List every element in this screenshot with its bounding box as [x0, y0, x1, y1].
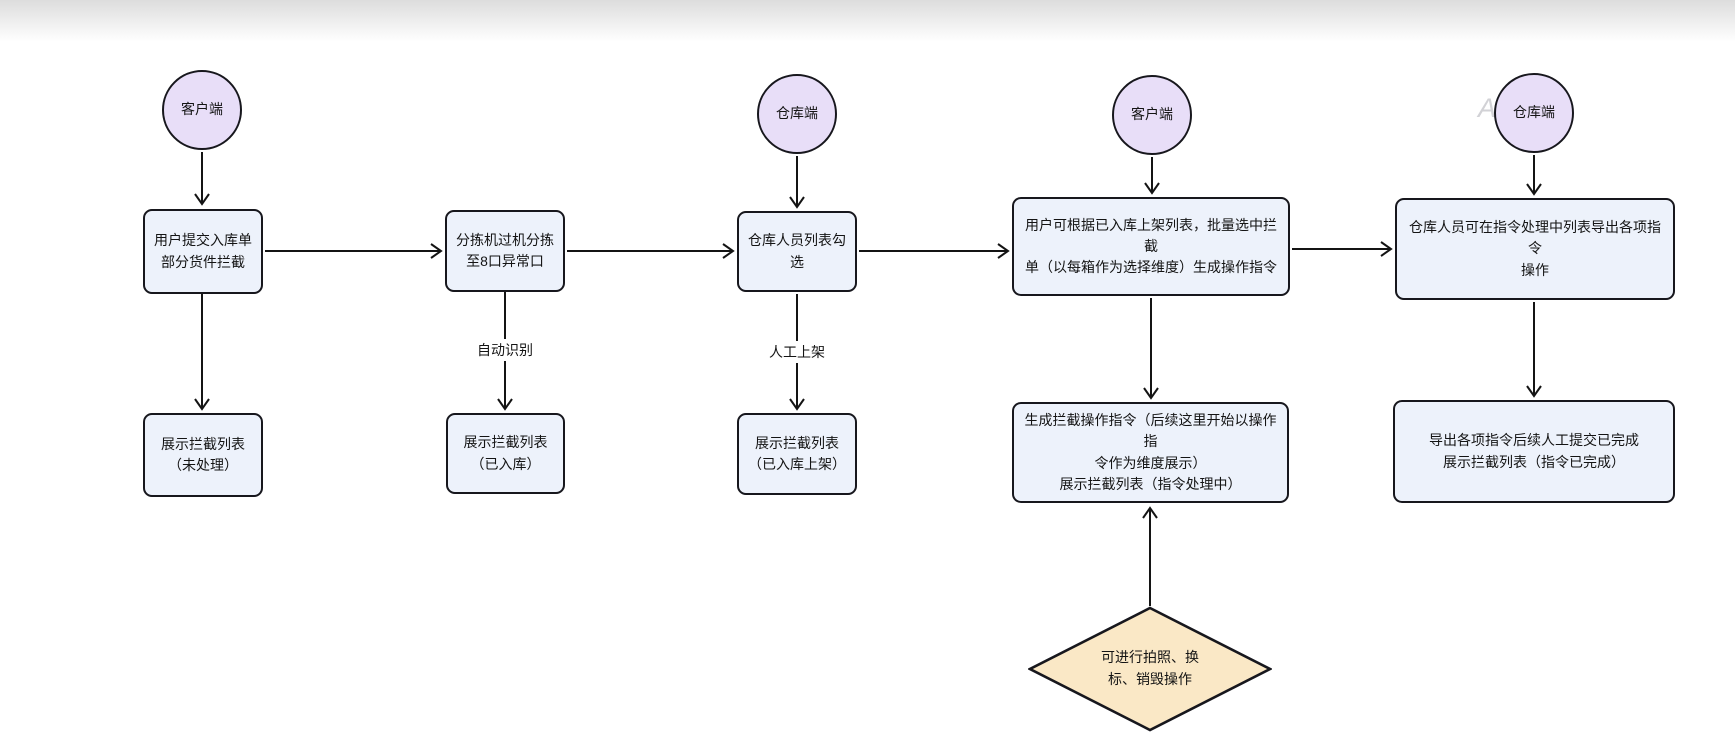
node-export-instructions[interactable]: 仓库人员可在指令处理中列表导出各项指令 操作 — [1395, 198, 1675, 300]
node-warehouse-circle-1[interactable]: 仓库端 — [757, 74, 837, 154]
diamond-label: 可进行拍照、换 标、销毁操作 — [1101, 649, 1199, 687]
diamond-shape — [1027, 606, 1273, 732]
node-sorter-exception-port[interactable]: 分拣机过机分拣 至8口异常口 — [445, 210, 565, 292]
node-client-circle-1[interactable]: 客户端 — [162, 70, 242, 150]
node-client-circle-2[interactable]: 客户端 — [1112, 75, 1192, 155]
node-warehouse-circle-2[interactable]: 仓库端 — [1494, 73, 1574, 153]
node-generate-intercept-instruction[interactable]: 生成拦截操作指令（后续这里开始以操作指 令作为维度展示） 展示拦截列表（指令处理… — [1012, 402, 1289, 503]
node-batch-select-generate-instructions[interactable]: 用户可根据已入库上架列表，批量选中拦截 单（以每箱作为选择维度）生成操作指令 — [1012, 197, 1290, 296]
node-operations-diamond[interactable]: 可进行拍照、换 标、销毁操作 — [1027, 606, 1273, 737]
watermark-artifact: A — [1478, 93, 1497, 123]
edge-label-auto-identify: 自动识别 — [473, 339, 537, 361]
node-intercept-list-shelved[interactable]: 展示拦截列表 （已入库上架） — [737, 413, 857, 495]
node-intercept-list-unprocessed[interactable]: 展示拦截列表 （未处理） — [143, 413, 263, 497]
node-export-complete[interactable]: 导出各项指令后续人工提交已完成 展示拦截列表（指令已完成） — [1393, 400, 1675, 503]
node-submit-inbound-intercept[interactable]: 用户提交入库单 部分货件拦截 — [143, 209, 263, 294]
node-intercept-list-inbound[interactable]: 展示拦截列表 （已入库） — [446, 413, 565, 494]
node-warehouse-staff-checklist[interactable]: 仓库人员列表勾 选 — [737, 211, 857, 292]
edge-label-manual-shelving: 人工上架 — [765, 341, 829, 363]
